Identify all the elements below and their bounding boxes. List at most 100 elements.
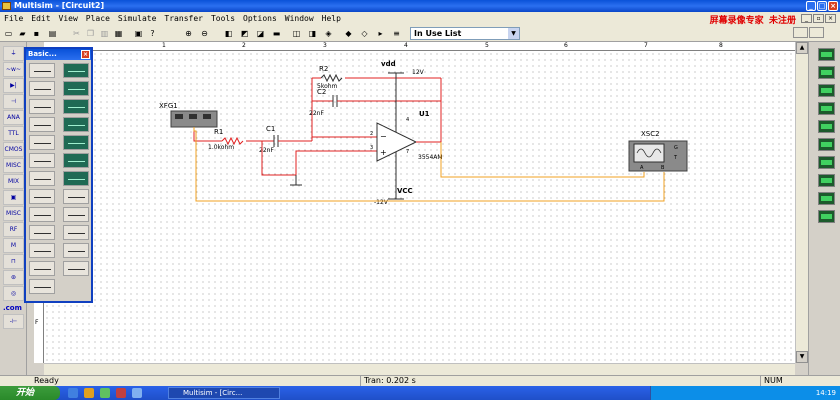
power-source-icon[interactable]: ⏚ xyxy=(3,46,24,61)
new-file-icon[interactable]: ▭ xyxy=(4,29,13,38)
quicklaunch-icon[interactable] xyxy=(100,388,110,398)
zoom-in-icon[interactable]: ⊕ xyxy=(185,29,192,38)
menu-view[interactable]: View xyxy=(58,14,78,23)
quicklaunch-icon[interactable] xyxy=(84,388,94,398)
spectrum-analyzer-icon[interactable] xyxy=(818,210,835,223)
smt-inductor-icon[interactable] xyxy=(29,261,55,276)
menu-simulate[interactable]: Simulate xyxy=(117,14,157,23)
cmos-icon[interactable]: CMOS xyxy=(3,142,24,157)
menu-edit[interactable]: Edit xyxy=(31,14,51,23)
relay-icon[interactable] xyxy=(63,207,89,222)
connector-icon[interactable] xyxy=(29,225,55,240)
scroll-up-arrow-icon[interactable]: ▲ xyxy=(796,42,808,54)
inductor-icon[interactable] xyxy=(29,99,55,114)
mixed-icon[interactable]: MIX xyxy=(3,174,24,189)
variable-inductor-icon[interactable] xyxy=(29,171,55,186)
distortion-analyzer-icon[interactable] xyxy=(818,192,835,205)
pullup-icon[interactable] xyxy=(29,117,55,132)
mdi-minimize-button[interactable]: _ xyxy=(801,14,812,23)
virtual-capacitor-icon[interactable] xyxy=(63,81,89,96)
resistor-r2[interactable] xyxy=(320,73,343,83)
print-circuit-icon[interactable]: ▦ xyxy=(114,29,123,38)
menu-place[interactable]: Place xyxy=(85,14,110,23)
opamp-u1[interactable] xyxy=(376,122,418,162)
ultiboard-icon[interactable]: ◆ xyxy=(345,29,352,38)
dot-com-label[interactable]: .com xyxy=(3,304,22,312)
chevron-down-icon[interactable]: ▼ xyxy=(508,28,519,39)
start-button[interactable]: 开始 xyxy=(0,386,60,400)
menu-window[interactable]: Window xyxy=(284,14,314,23)
virtual-varcap-icon[interactable] xyxy=(63,153,89,168)
minimize-button[interactable]: _ xyxy=(806,1,816,11)
paste-icon[interactable]: ▥ xyxy=(100,29,109,38)
in-use-list-dropdown[interactable]: In Use List ▼ xyxy=(410,27,520,40)
palette-titlebar[interactable]: Basic... × xyxy=(26,49,91,60)
zoom-out-icon[interactable]: ⊖ xyxy=(201,29,208,38)
ladder-icon[interactable]: ⊓ xyxy=(3,254,24,269)
multimeter-icon[interactable] xyxy=(818,48,835,61)
grapher-icon[interactable]: ▬ xyxy=(272,29,281,38)
wattmeter-icon[interactable] xyxy=(818,84,835,97)
maximize-button[interactable]: □ xyxy=(817,1,827,11)
resistor-icon[interactable] xyxy=(29,63,55,78)
wire-icon[interactable]: ⊛ xyxy=(3,270,24,285)
schematic-canvas[interactable]: XFG1 R1 1.0kohm C1 22nF R2 5kohm C2 22nF xyxy=(44,51,795,363)
electrical-rules-icon[interactable]: ◈ xyxy=(325,29,332,38)
transformer-icon[interactable] xyxy=(63,189,89,204)
oscilloscope-icon[interactable] xyxy=(818,102,835,115)
run-switch-button[interactable] xyxy=(793,27,808,38)
word-generator-icon[interactable] xyxy=(818,138,835,151)
bode-plotter-icon[interactable] xyxy=(818,120,835,133)
smt-misc-icon[interactable] xyxy=(29,279,55,294)
misc-digital-icon[interactable]: MISC xyxy=(3,158,24,173)
virtual-pot-icon[interactable] xyxy=(63,135,89,150)
menu-tools[interactable]: Tools xyxy=(210,14,236,23)
logic-analyzer-icon[interactable] xyxy=(818,156,835,169)
vertical-scrollbar[interactable]: ▲ ▼ xyxy=(795,42,808,363)
quicklaunch-icon[interactable] xyxy=(68,388,78,398)
mdi-close-button[interactable]: × xyxy=(825,14,836,23)
nonlinear-transformer-icon[interactable] xyxy=(29,207,55,222)
capacitor-icon[interactable] xyxy=(29,81,55,96)
menu-transfer[interactable]: Transfer xyxy=(164,14,203,23)
print-icon[interactable]: ▤ xyxy=(48,29,57,38)
smt-resistor-icon[interactable] xyxy=(29,243,55,258)
diode-icon[interactable]: ▶| xyxy=(3,78,24,93)
postprocessor-icon[interactable]: ◨ xyxy=(308,29,317,38)
virtual-pullup-icon[interactable] xyxy=(63,117,89,132)
virtual-resistor-icon[interactable] xyxy=(63,63,89,78)
bus-icon[interactable]: -⊢ xyxy=(3,314,24,329)
indicator-icon[interactable]: ▣ xyxy=(3,190,24,205)
basic-palette[interactable]: Basic... × xyxy=(24,47,93,303)
rf-icon[interactable]: RF xyxy=(3,222,24,237)
menu-help[interactable]: Help xyxy=(321,14,341,23)
save-icon[interactable]: ▪ xyxy=(33,29,40,38)
smt-capacitor-icon[interactable] xyxy=(63,243,89,258)
pause-switch-button[interactable] xyxy=(809,27,824,38)
horizontal-scrollbar[interactable] xyxy=(44,363,795,375)
component-icon[interactable]: ◧ xyxy=(224,29,233,38)
netlist-icon[interactable]: ◪ xyxy=(256,29,265,38)
logic-converter-icon[interactable] xyxy=(818,174,835,187)
analog-icon[interactable]: ANA xyxy=(3,110,24,125)
forward-icon[interactable]: ▸ xyxy=(378,29,383,38)
function-generator-icon[interactable] xyxy=(818,66,835,79)
copy-icon[interactable]: ❐ xyxy=(86,29,95,38)
variable-cap-icon[interactable] xyxy=(29,153,55,168)
socket-icon[interactable] xyxy=(63,225,89,240)
backannotate-icon[interactable]: ◇ xyxy=(361,29,368,38)
taskbar-multisim-button[interactable]: Multisim - [Circ... xyxy=(168,387,280,399)
cut-icon[interactable]: ✂ xyxy=(73,29,80,38)
mdi-restore-button[interactable]: ▫ xyxy=(813,14,824,23)
palette-close-button[interactable]: × xyxy=(81,50,90,59)
place-hierarchical-icon[interactable]: ◎ xyxy=(3,286,24,301)
quicklaunch-icon[interactable] xyxy=(132,388,142,398)
switch-icon[interactable] xyxy=(29,189,55,204)
misc-icon[interactable]: MISC xyxy=(3,206,24,221)
close-button[interactable]: × xyxy=(828,1,838,11)
open-folder-icon[interactable]: ▰ xyxy=(19,29,26,38)
printer-icon[interactable]: ▣ xyxy=(134,29,143,38)
virtual-inductor-icon[interactable] xyxy=(63,99,89,114)
basic-component-icon[interactable]: ~w~ xyxy=(3,62,24,77)
database-icon[interactable]: ◩ xyxy=(240,29,249,38)
